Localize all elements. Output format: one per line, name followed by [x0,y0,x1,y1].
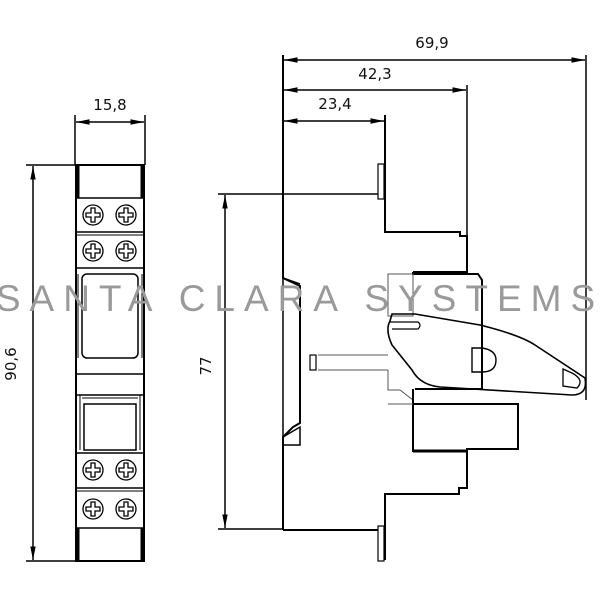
screw-terminals [82,204,137,520]
watermark: SANTA CLARA SYSTEMS [0,278,600,319]
screw-icon [115,204,137,226]
screw-icon [115,498,137,520]
screw-icon [115,240,137,262]
total-depth-label: 69,9 [415,34,448,52]
screw-icon [82,498,104,520]
screw-icon [82,459,104,481]
screw-icon [82,204,104,226]
rail-depth-label: 23,4 [318,95,351,113]
mid-depth-label: 42,3 [358,65,391,83]
indicator-window [83,403,137,451]
side-view [218,55,587,562]
relay-window [81,273,139,359]
front-height-label: 90,6 [2,347,20,380]
screw-icon [115,459,137,481]
side-height-label: 77 [197,356,215,375]
screw-icon [82,240,104,262]
front-view [26,115,146,562]
front-width-label: 15,8 [93,96,126,114]
